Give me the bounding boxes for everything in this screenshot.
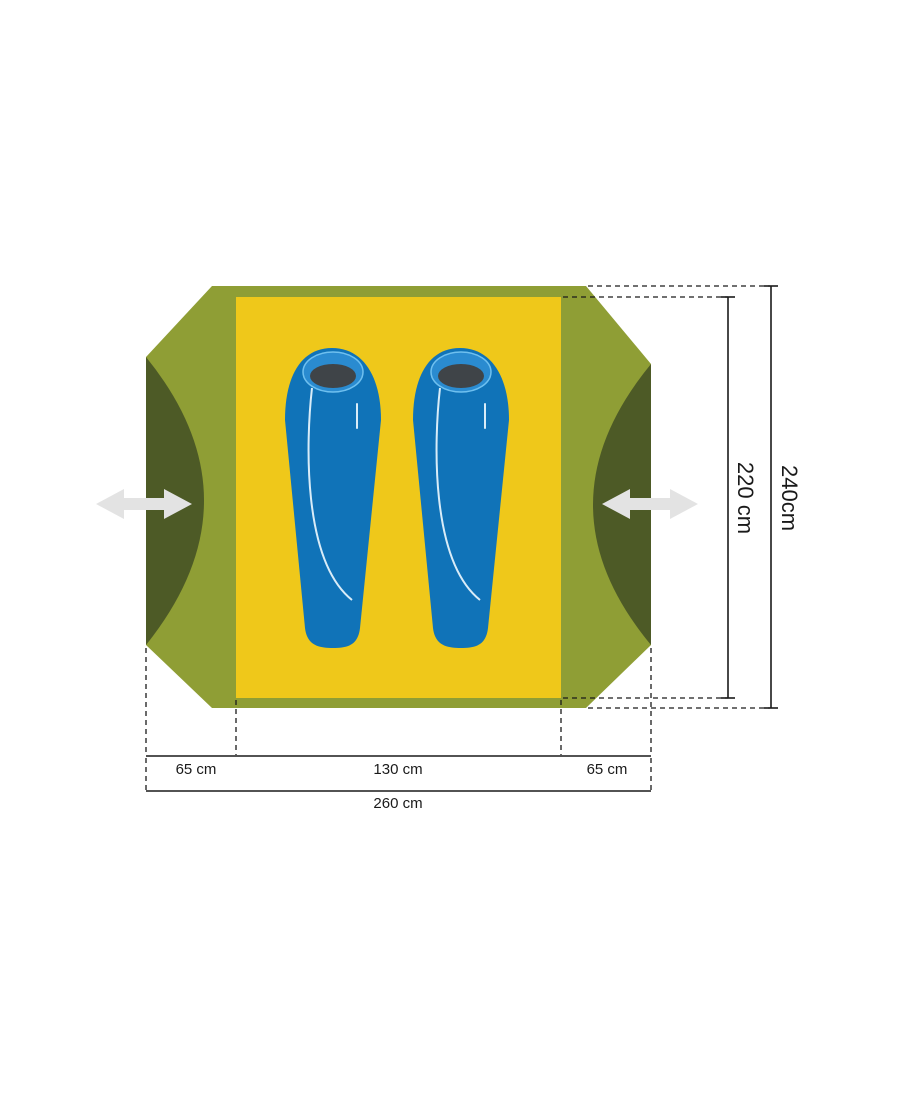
extension-lines-length <box>563 285 770 709</box>
dimension-label-left-vestibule: 65 cm <box>176 761 217 778</box>
sleeping-bag-icon <box>413 348 509 648</box>
dimension-label-right-vestibule: 65 cm <box>587 761 628 778</box>
dimension-label-total-length: 240cm <box>777 465 802 531</box>
dimension-label-inner-width: 130 cm <box>373 761 422 778</box>
dimension-label-total-width: 260 cm <box>373 795 422 812</box>
dimension-lines <box>146 285 778 792</box>
inner-floor <box>236 297 561 698</box>
dimension-label-inner-length: 220 cm <box>733 462 758 534</box>
entrance-arrow-icon <box>96 489 192 519</box>
extension-lines-width <box>145 648 652 790</box>
sleeping-bag-icon <box>285 348 381 648</box>
entrance-arrow-icon <box>602 489 698 519</box>
